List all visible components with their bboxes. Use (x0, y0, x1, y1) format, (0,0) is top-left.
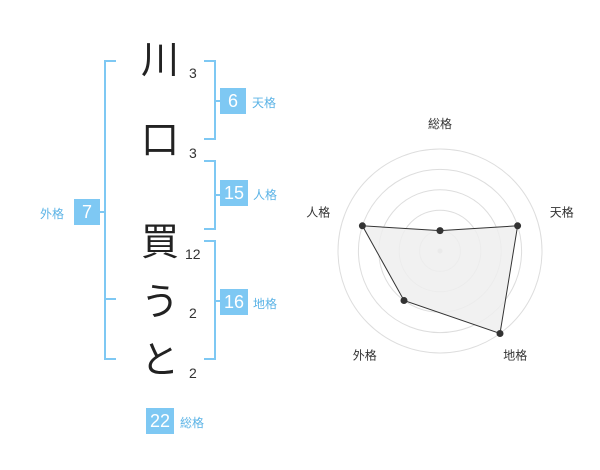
radar-ring (357, 168, 523, 334)
radar-ring (337, 148, 543, 354)
radar-point (358, 222, 366, 230)
jinkaku-connector (216, 194, 220, 196)
radar-label: 外格 (353, 348, 377, 363)
stroke-count-2: 3 (189, 145, 197, 161)
chikaku-value: 16 (220, 289, 248, 315)
radar-point (400, 297, 408, 304)
gaikaku-value: 7 (74, 199, 100, 225)
name-char-2: 口 (140, 118, 179, 162)
radar-point (514, 222, 522, 230)
jinkaku-value: 15 (220, 180, 248, 206)
name-char-4: う (140, 280, 179, 324)
chikaku-bracket (204, 240, 216, 360)
stroke-count-5: 2 (189, 365, 197, 381)
stroke-count-3: 12 (185, 246, 201, 262)
radar-label: 総格 (428, 116, 452, 131)
jinkaku-bracket (204, 160, 216, 230)
name-char-3: 買 (140, 220, 179, 264)
soukaku-value: 22 (146, 408, 174, 434)
radar-polygon (361, 225, 519, 335)
name-char-5: と (140, 338, 179, 382)
radar-label: 地格 (503, 348, 527, 363)
tenkaku-label: 天格 (252, 96, 277, 110)
name-char-1: 川 (140, 38, 179, 82)
gaikaku-bracket-mid (104, 298, 116, 300)
radar-label: 天格 (550, 204, 574, 219)
tenkaku-value: 6 (220, 88, 246, 114)
stroke-count-1: 3 (189, 65, 197, 81)
gaikaku-bracket (104, 60, 116, 360)
gaikaku-label: 外格 (40, 207, 65, 221)
soukaku-label: 総格 (180, 416, 205, 430)
radar-label: 人格 (306, 204, 330, 219)
radar-point (496, 330, 504, 337)
radar-point (436, 227, 444, 235)
radar-points (358, 222, 522, 337)
tenkaku-connector (216, 100, 220, 102)
jinkaku-label: 人格 (253, 188, 278, 202)
chikaku-label: 地格 (253, 297, 278, 311)
gaikaku-connector (100, 211, 104, 213)
tenkaku-bracket (204, 60, 216, 140)
chikaku-connector (216, 300, 220, 302)
stroke-count-4: 2 (189, 305, 197, 321)
